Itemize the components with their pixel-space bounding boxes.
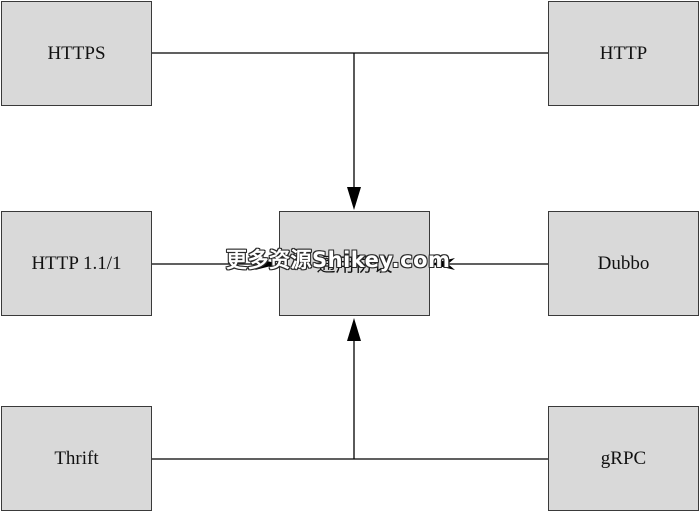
node-https-label: HTTPS: [47, 42, 106, 64]
node-https: HTTPS: [1, 1, 152, 106]
node-http-label: HTTP: [599, 42, 648, 64]
node-center-protocol: 通用协议: [279, 211, 430, 316]
arrow-up-icon: [347, 318, 361, 341]
node-grpc-label: gRPC: [600, 447, 647, 469]
node-dubbo: Dubbo: [548, 211, 699, 316]
node-http: HTTP: [548, 1, 699, 106]
arrow-down-icon: [347, 187, 361, 210]
watermark: 更多资源Shikey.com: [226, 248, 451, 272]
node-grpc: gRPC: [548, 406, 699, 511]
arrow-right-icon: [255, 258, 279, 270]
node-http11: HTTP 1.1/1: [1, 211, 152, 316]
node-thrift-label: Thrift: [54, 447, 99, 469]
node-http11-label: HTTP 1.1/1: [31, 252, 122, 274]
node-thrift: Thrift: [1, 406, 152, 511]
node-dubbo-label: Dubbo: [597, 252, 650, 274]
node-center-label: 通用协议: [316, 255, 393, 276]
arrow-left-icon: [430, 258, 455, 270]
